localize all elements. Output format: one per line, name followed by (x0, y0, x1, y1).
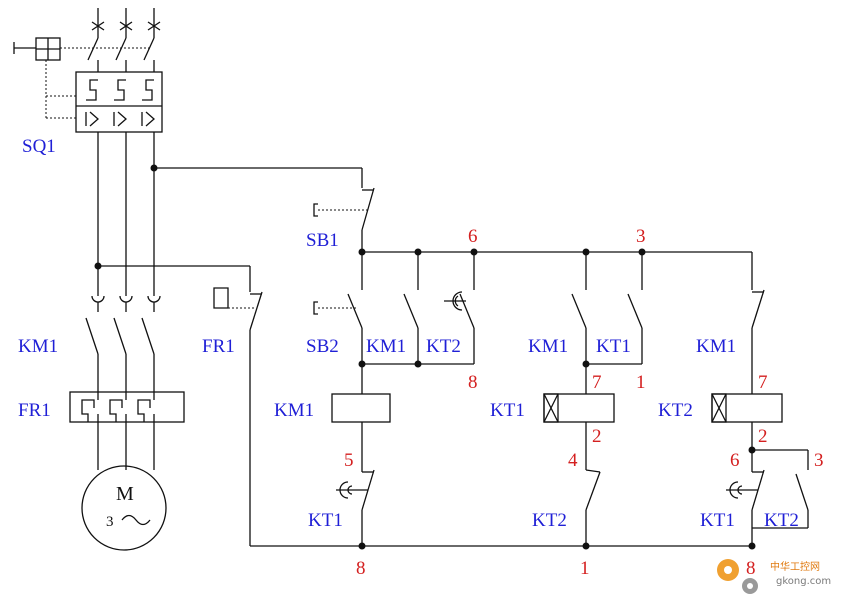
label-km1-hold: KM1 (366, 336, 406, 357)
node-number: 6 (468, 226, 478, 247)
km1-contact-b (571, 252, 587, 394)
label-km1-main: KM1 (18, 336, 58, 357)
node-number: 8 (468, 372, 478, 393)
sb2-start-button (313, 252, 363, 394)
node-number: 4 (568, 450, 578, 471)
label-kt1-a: KT1 (308, 510, 343, 531)
fr1-thermal-block (69, 391, 185, 470)
label-kt2-b: KT2 (532, 510, 567, 531)
gear-icon (717, 559, 758, 594)
motor-phase: 3 (106, 514, 114, 530)
node-number: 1 (636, 372, 646, 393)
label-sb1: SB1 (306, 230, 339, 251)
main-circuit: M 3 (13, 8, 185, 551)
label-fr1-control: FR1 (202, 336, 235, 357)
label-km1-c: KM1 (696, 336, 736, 357)
label-kt1-b: KT1 (596, 336, 631, 357)
km1-main-contacts (85, 295, 161, 392)
node-number: 7 (592, 372, 602, 393)
kt1-coil (543, 393, 615, 423)
kt1-contact-b (627, 252, 643, 364)
label-kt2-c: KT2 (764, 510, 799, 531)
kt2-contact-c2 (585, 469, 601, 546)
motor-symbol: M 3 (81, 465, 167, 551)
label-km1-b: KM1 (528, 336, 568, 357)
label-km1-coil: KM1 (274, 400, 314, 421)
node-number: 8 (746, 558, 756, 579)
watermark: 中华工控网 gkong.com (717, 559, 831, 594)
label-kt1-coil: KT1 (490, 400, 525, 421)
label-kt2-a: KT2 (426, 336, 461, 357)
sb1-stop-button (313, 187, 375, 252)
node-number: 2 (592, 426, 602, 447)
isolator-switch (13, 8, 161, 119)
node-number: 2 (758, 426, 768, 447)
km1-coil (331, 393, 391, 423)
breaker-block (75, 71, 163, 133)
fr1-control-contact (98, 265, 263, 546)
label-kt2-coil: KT2 (658, 400, 693, 421)
km1-hold-contact (403, 252, 419, 364)
control-circuit (98, 167, 809, 550)
node-number: 3 (814, 450, 824, 471)
node-number: 3 (636, 226, 646, 247)
label-sb2: SB2 (306, 336, 339, 357)
label-fr1-main: FR1 (18, 400, 51, 421)
kt2-contact-c (752, 473, 809, 529)
kt1-timed-contact-c (726, 469, 765, 546)
node-number: 6 (730, 450, 740, 471)
node-number: 1 (580, 558, 590, 579)
km1-contact-c (751, 252, 765, 394)
kt2-coil (711, 393, 783, 423)
node-number: 8 (356, 558, 366, 579)
kt2-timed-contact (444, 252, 475, 364)
watermark-text: 中华工控网 (770, 560, 820, 573)
node-number: 5 (344, 450, 354, 471)
watermark-url: gkong.com (776, 576, 831, 587)
node-number: 7 (758, 372, 768, 393)
motor-letter: M (116, 483, 134, 505)
label-sq1: SQ1 (22, 136, 56, 157)
label-kt1-c: KT1 (700, 510, 735, 531)
kt1-timed-contact-a (336, 469, 375, 546)
